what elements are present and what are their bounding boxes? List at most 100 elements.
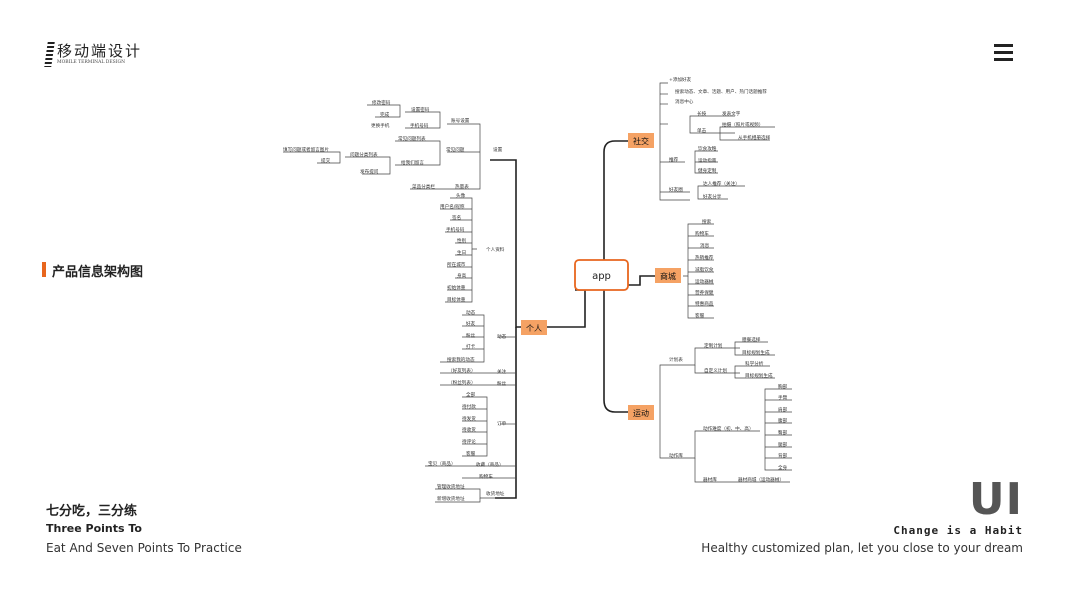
profile-item: 性别 <box>457 237 467 244</box>
social-item: 长按 <box>697 110 707 117</box>
moments-item: 好友 <box>466 320 476 327</box>
follow-item: （好友列表） <box>448 367 476 374</box>
node-social[interactable]: 社交 <box>628 133 654 148</box>
orders-item: 待付款 <box>462 403 476 410</box>
orders-item: 客服 <box>466 450 476 457</box>
hamburger-icon[interactable] <box>994 44 1013 62</box>
social-item: 健身定制 <box>698 167 717 174</box>
moments-branch: 动态 动态 好友 粉丝 打卡 搜索我的动态 关注 （好友列表） 粉丝 （粉丝列表… <box>447 309 507 387</box>
orders-item: 全部 <box>466 391 476 398</box>
main-connectors <box>490 140 655 499</box>
node-mall-label: 商城 <box>660 271 676 281</box>
settings-label: 设置 <box>493 146 503 153</box>
sport-item: 目标规划生成 <box>745 372 773 379</box>
sport-item: 目标规划生成 <box>742 349 770 356</box>
moments-item: 打卡 <box>466 343 476 350</box>
settings-item: 常见问题列表 <box>398 135 426 142</box>
sport-item: 器材商城（运动器械） <box>738 476 784 483</box>
address-label: 收货地址 <box>486 490 505 497</box>
profile-item: 用户名/昵称 <box>440 203 465 210</box>
follow-label: 关注 <box>497 368 507 375</box>
social-item: 好友圈 <box>669 186 683 193</box>
social-item: 推荐 <box>669 156 679 163</box>
node-mall[interactable]: 商城 <box>655 268 681 283</box>
social-item: 饮食攻略 <box>698 145 717 152</box>
social-item: 好友分享 <box>703 193 722 200</box>
sport-item: 自定义计划 <box>704 367 727 374</box>
profile-item: 手机号码 <box>446 226 465 233</box>
social-item: 达人推荐（关注） <box>703 180 740 187</box>
sport-item: 臀部 <box>778 429 788 436</box>
ui-subheading: Change is a Habit <box>893 524 1023 537</box>
settings-item: 问题分类列表 <box>350 151 378 158</box>
moments-item: 动态 <box>466 309 476 316</box>
branch-connectors <box>283 82 792 503</box>
center-node[interactable]: app <box>574 259 629 291</box>
section-title-text: 产品信息架构图 <box>52 265 144 280</box>
address-item: 新增收货地址 <box>437 495 465 502</box>
sport-item: 定制计划 <box>704 342 723 349</box>
mall-item: 搜索 <box>702 218 712 225</box>
profile-branch: 个人资料 头像 用户名/昵称 签名 手机号码 性别 生日 所在城市 身高 初始体… <box>440 192 505 303</box>
social-item: 拍摄（照片或视频） <box>722 121 763 128</box>
footer-en-line: Eat And Seven Points To Practice <box>46 541 242 555</box>
logo-title: 移动端设计 <box>57 42 143 60</box>
settings-item: 提交 <box>321 157 331 164</box>
social-branch: +添加好友 搜索动态、文章、活题、用户、热门话题推荐 消息中心 长按 发表文字 … <box>669 76 771 200</box>
settings-item: 账号设置 <box>451 117 470 124</box>
settings-item: 发布提问 <box>360 168 379 175</box>
orders-label: 订单 <box>497 420 507 427</box>
moments-item: 粉丝 <box>466 332 476 339</box>
moments-label: 动态 <box>497 333 507 340</box>
node-social-label: 社交 <box>633 136 649 146</box>
orders-branch: 订单 全部 待付款 待发货 待收货 待评论 客服 <box>462 391 507 457</box>
sport-item: 胸部 <box>778 383 788 390</box>
orders-item: 待收货 <box>462 426 476 433</box>
node-sport-label: 运动 <box>633 408 649 418</box>
mall-item: 特惠商品 <box>695 300 714 307</box>
profile-item: 生日 <box>457 249 466 256</box>
orders-item: 待评论 <box>462 438 476 445</box>
social-item: 运动指南 <box>698 157 717 164</box>
sport-item: 手臂 <box>778 394 788 401</box>
sport-item: 全身 <box>778 464 788 471</box>
ui-heading: UI <box>968 474 1023 525</box>
social-item: 消息中心 <box>675 98 694 105</box>
sport-item: 计划表 <box>669 356 683 363</box>
sport-item: 动作库 <box>669 452 683 459</box>
settings-item: 菜品分类栏 <box>412 183 435 190</box>
profile-item: 头像 <box>456 192 466 199</box>
sport-item: 动作难度（初、中、高） <box>703 425 754 432</box>
social-item: +添加好友 <box>669 76 692 83</box>
social-item: 发表文字 <box>722 110 741 117</box>
settings-item: 填写问题或者留言图片 <box>283 146 329 153</box>
ui-tagline: Healthy customized plan, let you close t… <box>701 541 1023 555</box>
sport-item: 科学分析 <box>745 360 764 367</box>
sport-item: 器材库 <box>703 476 717 483</box>
favorites-label: 收藏（商品） <box>476 461 504 468</box>
node-personal[interactable]: 个人 <box>521 320 547 335</box>
mall-item: 消息 <box>700 242 710 249</box>
fans-label: 粉丝 <box>497 380 507 387</box>
profile-item: 所在城市 <box>447 261 466 268</box>
profile-item: 签名 <box>452 214 461 221</box>
footer-en-title: Three Points To <box>46 522 142 535</box>
node-personal-label: 个人 <box>526 324 542 333</box>
settings-item: 修改密码 <box>372 99 391 106</box>
footer-cn-title: 七分吃，三分练 <box>46 504 138 519</box>
settings-item: 热量表 <box>455 183 469 190</box>
social-item: 单击 <box>697 127 707 134</box>
settings-item: 完成 <box>380 111 390 118</box>
moments-item: 搜索我的动态 <box>447 356 475 363</box>
mall-item: 购物车 <box>695 230 709 237</box>
favorites-item: 宝贝（商品） <box>428 460 456 467</box>
orders-item: 待发货 <box>462 415 476 422</box>
sport-branch: 计划表 定制计划 膳餐选择 目标规划生成 自定义计划 科学分析 目标规划生成 动… <box>669 336 788 483</box>
social-item: 搜索动态、文章、活题、用户、热门话题推荐 <box>675 88 767 95</box>
section-accent-bar <box>42 262 46 277</box>
settings-item: 更换手机 <box>371 122 390 129</box>
social-item: 从手机相册选择 <box>738 134 771 141</box>
sport-item: 腹部 <box>778 417 788 424</box>
node-sport[interactable]: 运动 <box>628 405 654 420</box>
